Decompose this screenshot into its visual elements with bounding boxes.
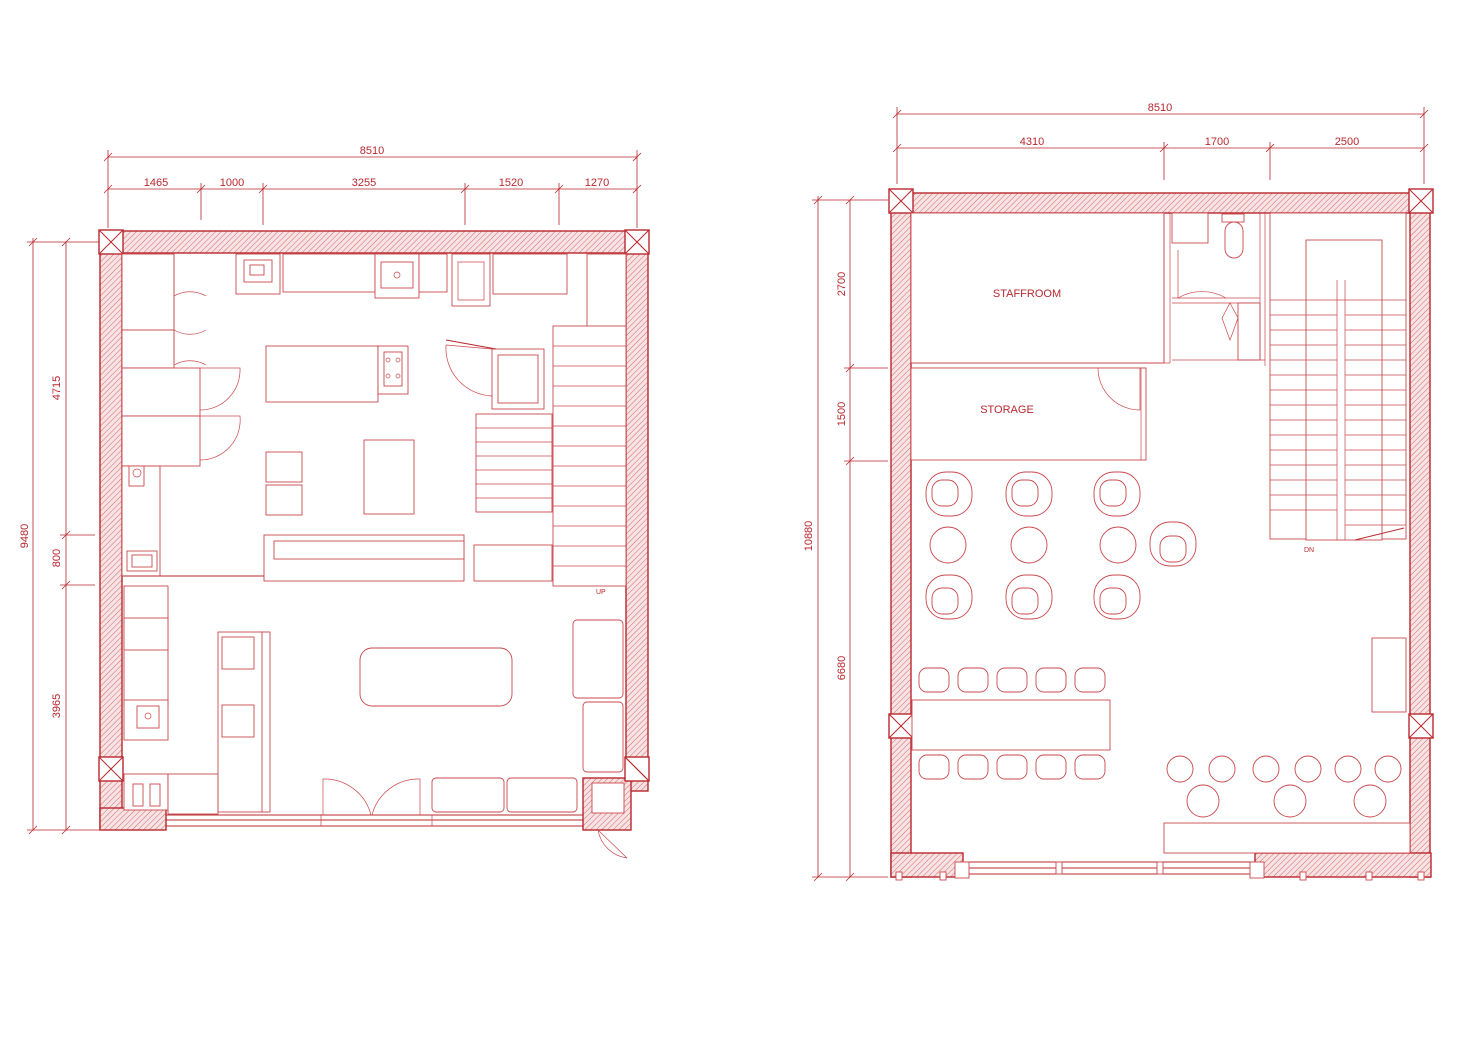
column-marker [624,756,650,782]
column-marker [624,229,650,255]
column-marker [888,188,914,214]
armchair [1149,521,1197,567]
uf-columns [888,188,1434,739]
round-table [1099,526,1137,564]
gf-front-glazing [166,778,628,859]
column-marker [1408,713,1434,739]
uf-total-height: 10880 [803,521,815,552]
armchair [1093,471,1141,517]
room-label-staffroom: STAFFROOM [993,288,1061,300]
gf-left-dimensions: 9480 4715 800 3965 [19,237,100,835]
gf-total-width: 8510 [360,145,384,157]
armchair [925,574,973,620]
uf-front-glazing [895,861,1425,881]
uf-window-bar [1163,637,1411,854]
uf-total-width: 8510 [1148,102,1172,114]
gf-walls [99,230,649,831]
gf-seg-3: 3255 [352,177,376,189]
gf-seg-1: 1465 [144,177,168,189]
uf-rooms: STAFFROOM STORAGE [910,212,1266,461]
uf-stair: DN [1269,212,1407,554]
column-marker [1408,188,1434,214]
column-marker [888,713,914,739]
uf-walls [890,192,1432,878]
gf-hseg-2: 800 [51,549,63,567]
gf-seg-4: 1520 [499,177,523,189]
uf-hseg-2: 1500 [836,402,848,426]
uf-communal-table [911,667,1111,780]
gf-hseg-3: 3965 [51,694,63,718]
round-table [929,526,967,564]
armchair [925,471,973,517]
uf-seg-1: 4310 [1020,136,1044,148]
gf-kitchen: UP [121,253,627,596]
ground-floor-plan: 8510 1465 1000 3255 1520 1270 9480 [19,145,650,859]
gf-total-height: 9480 [19,524,31,548]
gf-seg-5: 1270 [585,177,609,189]
column-marker [98,756,124,782]
armchair [1005,471,1053,517]
uf-seg-2: 1700 [1205,136,1229,148]
uf-top-dimensions: 8510 4310 1700 2500 [892,102,1429,184]
uf-seg-3: 2500 [1335,136,1359,148]
gf-columns [98,229,650,782]
uf-stair-dn-label: DN [1304,547,1314,554]
uf-hseg-3: 6680 [836,656,848,680]
gf-front-of-house [123,585,624,815]
armchair [1005,574,1053,620]
gf-stair-up-label: UP [596,589,606,596]
upper-floor-plan: 8510 4310 1700 2500 10880 [803,102,1434,882]
uf-left-dimensions: 10880 2700 1500 6680 [803,195,888,882]
column-marker [98,229,124,255]
armchair [1093,574,1141,620]
gf-top-dimensions: 8510 1465 1000 3255 1520 1270 [103,145,642,228]
gf-seg-2: 1000 [220,177,244,189]
uf-lounge-seating [925,471,1197,620]
round-table [1010,526,1048,564]
gf-stair: UP [475,325,627,596]
room-label-storage: STORAGE [980,404,1034,416]
gf-hseg-1: 4715 [51,376,63,400]
uf-hseg-1: 2700 [836,272,848,296]
